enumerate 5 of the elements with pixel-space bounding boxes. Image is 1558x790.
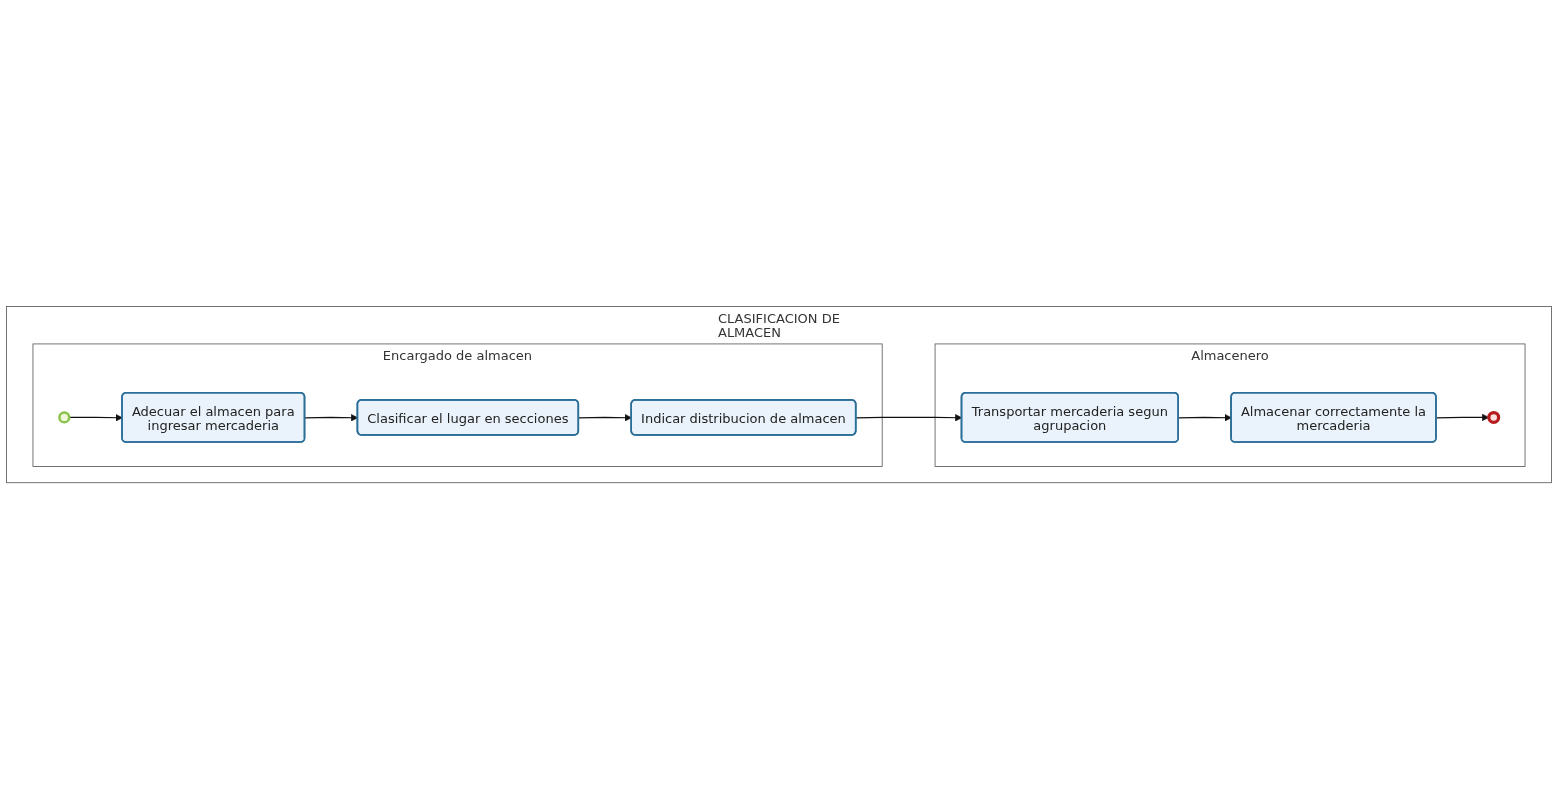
arrow	[1435, 414, 1490, 422]
node-circle	[58, 411, 71, 424]
arrow	[578, 414, 632, 422]
arrow	[68, 414, 123, 422]
node-circle	[1487, 411, 1501, 425]
